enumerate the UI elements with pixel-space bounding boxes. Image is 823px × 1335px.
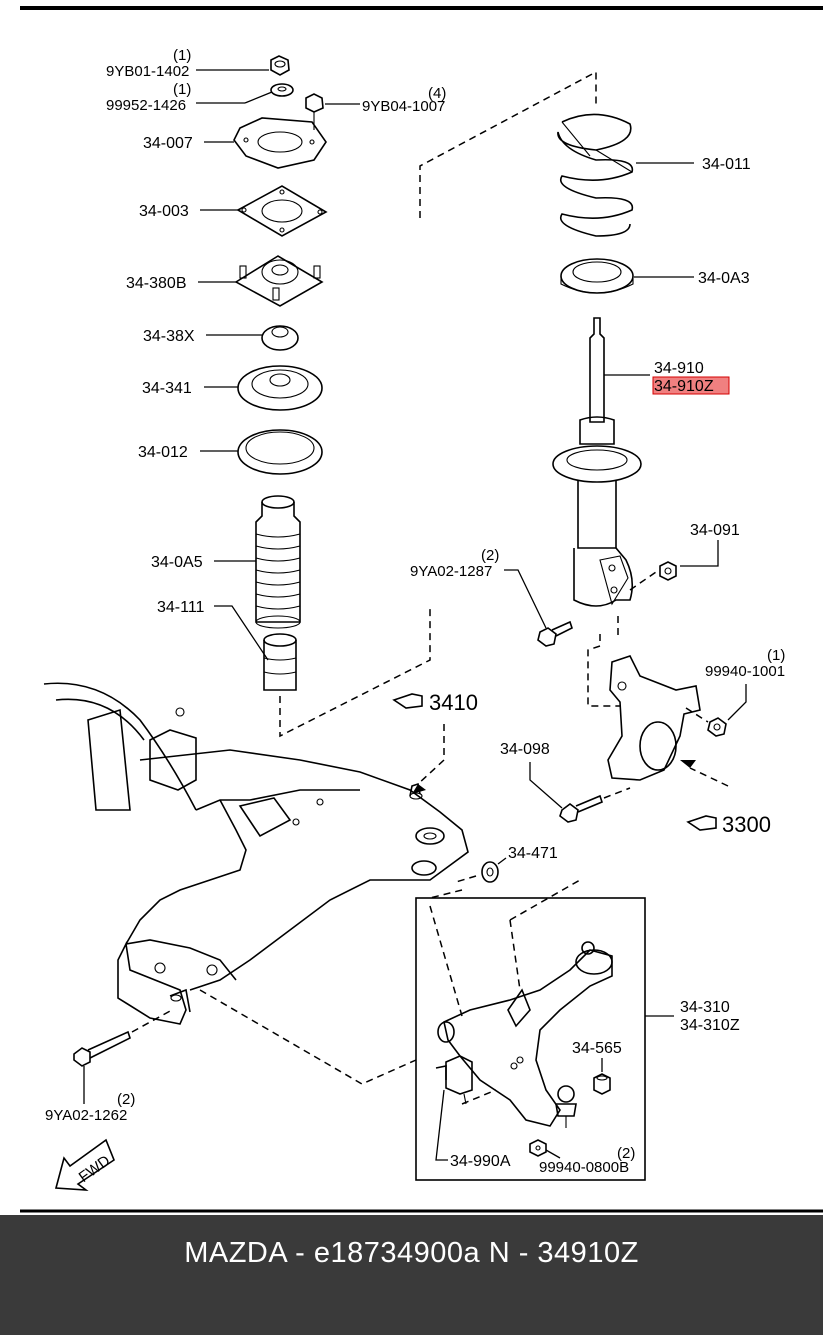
mount-rubber — [234, 255, 324, 307]
arm-label: 34-310 — [680, 999, 730, 1016]
frame-bolt-label: 9YA02-1262 — [45, 1107, 127, 1124]
spring-seat-label: 34-0A3 — [698, 270, 750, 287]
seat-upper — [237, 429, 323, 475]
strut-bolt — [537, 620, 573, 647]
bump-stop — [263, 633, 297, 691]
arm-bushing — [435, 1055, 473, 1105]
bushing-label: 34-38X — [143, 328, 195, 345]
bush-565 — [593, 1073, 611, 1095]
coil-spring — [557, 113, 634, 237]
bush-565-label: 34-565 — [572, 1040, 622, 1057]
strut-bolt-qty: (2) — [481, 547, 499, 564]
strut-z-label: 34-910Z — [654, 378, 714, 395]
strut-label: 34-910 — [654, 360, 704, 377]
ref-3410-icon — [392, 693, 423, 709]
fwd-arrow-icon — [54, 1138, 115, 1191]
seat-upper-label: 34-012 — [138, 444, 188, 461]
bearing — [237, 365, 323, 411]
lower-arm-box — [415, 897, 646, 1181]
ball-nut — [529, 1139, 547, 1157]
bolt-098-label: 34-098 — [500, 741, 550, 758]
top-nut — [270, 55, 290, 76]
parts-diagram: (1) 9YB01-1402 (1) 99952-1426 (4) 9YB04-… — [20, 6, 823, 1213]
knuckle-nut-qty: (1) — [767, 647, 785, 664]
boot — [255, 495, 301, 629]
ball-nut-qty: (2) — [617, 1145, 635, 1162]
nut-top-label: 9YB01-1402 — [106, 63, 189, 80]
bolt-098 — [559, 794, 603, 823]
bushing-471 — [481, 861, 499, 883]
washer-top-qty: (1) — [173, 81, 191, 98]
boot-label: 34-0A5 — [151, 554, 203, 571]
diagram-svg: (1) 9YB01-1402 (1) 99952-1426 (4) 9YB04-… — [20, 6, 823, 1213]
knuckle-nut-label: 99940-1001 — [705, 663, 785, 680]
strut-z-highlight — [652, 376, 730, 395]
bump-stop-label: 34-111 — [157, 599, 205, 616]
mount-cover — [233, 117, 327, 169]
small-nut — [305, 93, 324, 130]
nut-091 — [659, 561, 677, 581]
strut-assembly — [552, 317, 642, 607]
mount-rubber-label: 34-380B — [126, 275, 187, 292]
frame-bolt-qty: (2) — [117, 1091, 135, 1108]
mount-plate — [236, 185, 328, 237]
lower-arm — [437, 941, 613, 1128]
footer-bar: MAZDA - e18734900a N - 34910Z — [0, 1215, 823, 1335]
bearing-label: 34-341 — [142, 380, 192, 397]
bushing-38x — [261, 325, 299, 351]
frame-bolt — [73, 1030, 131, 1067]
footer-caption: MAZDA - e18734900a N - 34910Z — [184, 1237, 639, 1269]
mount-plate-label: 34-003 — [139, 203, 189, 220]
ref-3410-label[interactable]: 3410 — [429, 690, 478, 715]
spring-seat — [560, 258, 634, 294]
ball-nut-label: 99940-0800B — [539, 1159, 629, 1176]
knuckle-nut — [707, 717, 727, 737]
arm-bushing-label: 34-990A — [450, 1153, 511, 1170]
bushing-471-label: 34-471 — [508, 845, 558, 862]
ref-3300-label[interactable]: 3300 — [722, 812, 771, 837]
nut-091-label: 34-091 — [690, 522, 740, 539]
nut-top-qty: (1) — [173, 47, 191, 64]
ref-3300-icon — [686, 815, 717, 831]
nut-small-label: 9YB04-1007 — [362, 98, 445, 115]
arm-z-label: 34-310Z — [680, 1017, 740, 1034]
strut-bolt-label: 9YA02-1287 — [410, 563, 492, 580]
mount-cover-label: 34-007 — [143, 135, 193, 152]
top-washer — [270, 83, 294, 97]
knuckle — [607, 655, 701, 781]
washer-top-label: 99952-1426 — [106, 97, 186, 114]
subframe — [43, 682, 469, 1025]
coil-spring-label: 34-011 — [702, 156, 751, 173]
nut-small-qty: (4) — [428, 85, 446, 102]
